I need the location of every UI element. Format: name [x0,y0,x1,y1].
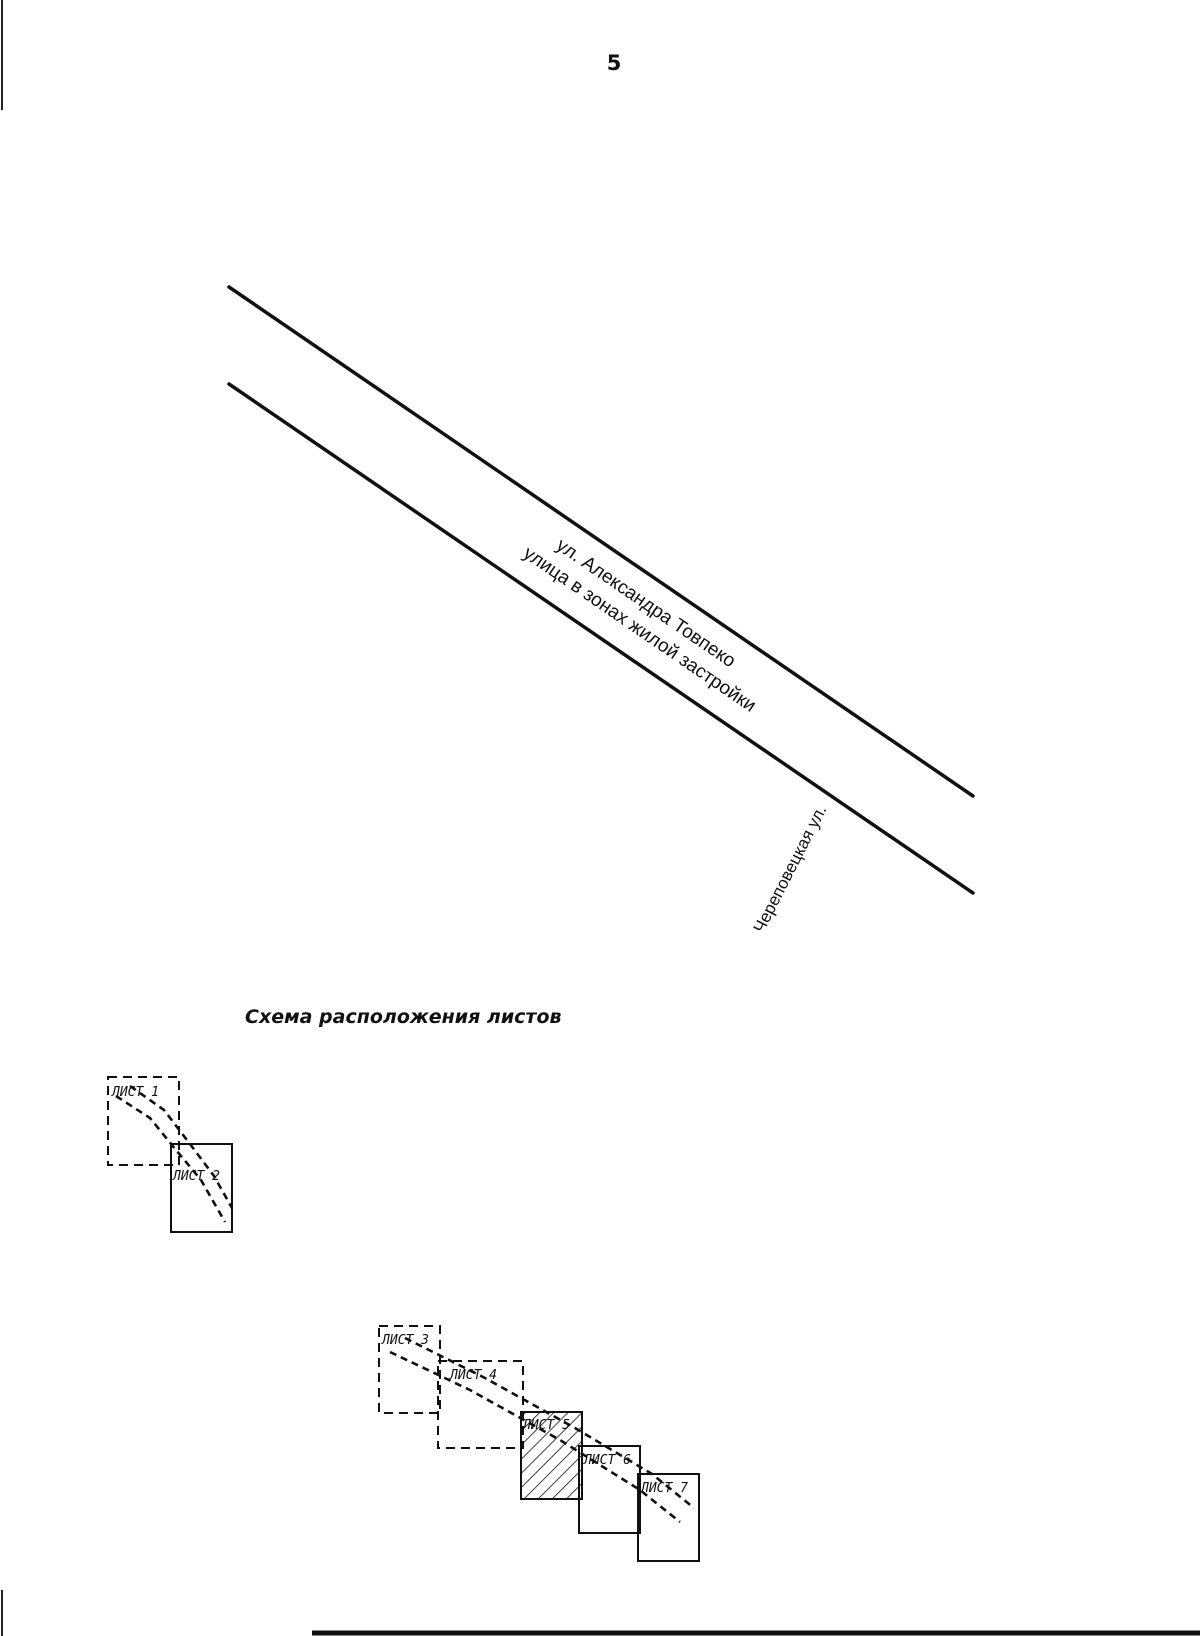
street-name-label: ул. Александра Товпеко [552,535,739,672]
sheet-frame-2 [170,1143,233,1233]
road-edge-upper [227,285,975,798]
sheet-label-7: ЛИСТ 7 [640,1481,688,1496]
scheme-title: Схема расположения листов [245,1006,562,1028]
sheet-frame-3 [378,1325,441,1414]
scheme-group-a: ЛИСТ 1 ЛИСТ 2 [107,1076,234,1233]
scheme-group-b: ЛИСТ 3 ЛИСТ 4 ЛИСТ 5 ЛИСТ 6 ЛИСТ 7 [378,1325,700,1562]
sheet-frame-7 [637,1473,700,1562]
road-trace-a1 [115,1094,227,1223]
page-number: 5 [607,51,622,75]
road-trace-b1 [389,1350,681,1524]
road-trace-b2 [404,1336,695,1510]
cross-street-label: Череповецкая ул. [750,802,831,936]
sheet-label-1: ЛИСТ 1 [111,1085,159,1100]
sheet-frame-1 [107,1076,180,1166]
sheet-frame-6 [578,1445,641,1534]
street-map: ул. Александра Товпеко улица в зонах жил… [227,285,975,936]
sheet-frame-4 [437,1360,524,1449]
road-trace-a2 [129,1084,234,1209]
sheet-frame-5-current [520,1411,583,1500]
road-edge-lower [227,382,975,895]
sheet-label-5: ЛИСТ 5 [522,1418,570,1433]
sheet-label-3: ЛИСТ 3 [381,1333,429,1348]
sheet-label-6: ЛИСТ 6 [583,1453,631,1468]
sheet-label-4: ЛИСТ 4 [449,1368,497,1383]
sheet-label-2: ЛИСТ 2 [172,1169,220,1184]
